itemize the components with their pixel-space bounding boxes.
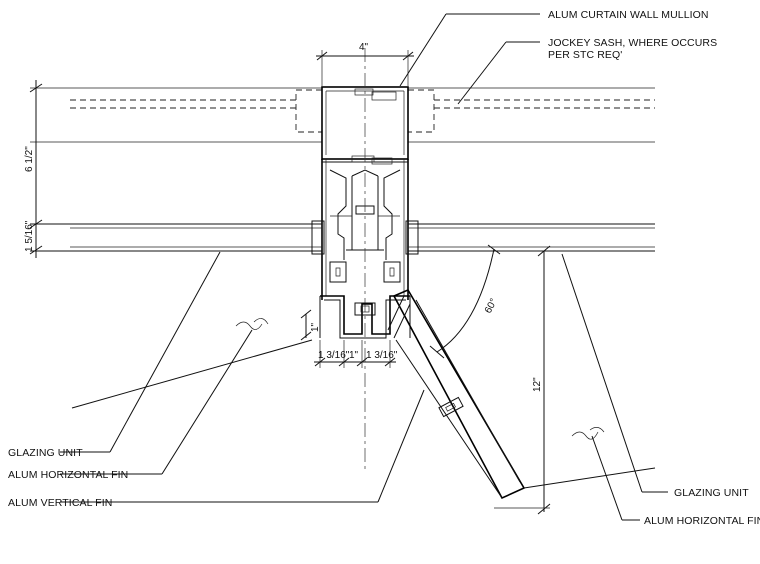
label-jockey-sash-2: PER STC REQ' — [548, 49, 622, 61]
label-glazing-unit-left: GLAZING UNIT — [8, 447, 83, 459]
fin-base-dimensions — [300, 309, 396, 368]
dim-fin-center: 1" — [349, 350, 359, 361]
dim-angle: 60° — [483, 297, 500, 316]
mullion-width-dimension — [316, 50, 414, 86]
label-horizontal-fin-right: ALUM HORIZONTAL FIN — [644, 515, 760, 527]
fin-length-dimension — [494, 245, 551, 515]
fin-base — [319, 295, 411, 339]
dim-mullion-width: 4" — [359, 42, 369, 53]
dim-fin-right: 1 3/16" — [366, 350, 398, 361]
dim-fin-small: 1" — [310, 322, 321, 332]
leader-lines — [60, 13, 668, 521]
angle-dimension — [429, 244, 501, 359]
left-dimensions — [29, 80, 43, 258]
glazing-units — [30, 220, 655, 255]
label-mullion: ALUM CURTAIN WALL MULLION — [548, 9, 709, 21]
label-jockey-sash-1: JOCKEY SASH, WHERE OCCURS — [548, 37, 717, 49]
dim-glass-thickness: 1 5/16" — [24, 220, 35, 252]
label-glazing-unit-right: GLAZING UNIT — [674, 487, 749, 499]
dim-depth-top: 6 1/2" — [24, 146, 35, 172]
dim-fin-length: 12" — [532, 377, 543, 392]
label-vertical-fin: ALUM VERTICAL FIN — [8, 497, 112, 509]
dim-fin-left: 1 3/16" — [318, 350, 350, 361]
vertical-fin — [387, 288, 656, 500]
label-horizontal-fin-left: ALUM HORIZONTAL FIN — [8, 469, 128, 481]
break-marks — [235, 318, 605, 440]
jockey-sash-band — [30, 87, 655, 143]
